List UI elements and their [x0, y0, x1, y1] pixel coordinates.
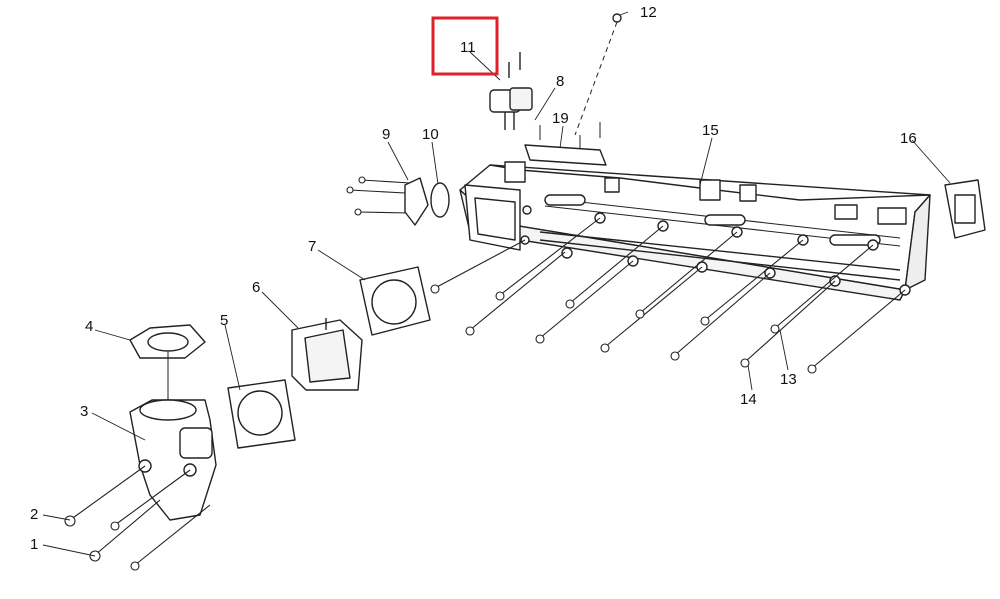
- nameplate: [524, 122, 607, 166]
- label-4: 4: [85, 318, 93, 335]
- end-gasket: [944, 179, 986, 239]
- lifting-eye: [574, 13, 622, 136]
- label-9: 9: [382, 126, 390, 143]
- label-3: 3: [80, 403, 88, 420]
- highlight-box: [431, 16, 499, 76]
- label-13: 13: [780, 371, 797, 388]
- label-19: 19: [552, 110, 569, 127]
- label-2: 2: [30, 506, 38, 523]
- label-6: 6: [252, 279, 260, 296]
- adapter-block: [291, 318, 363, 391]
- exhaust-manifold-body: [459, 161, 931, 301]
- flange-gasket-5: [227, 379, 296, 449]
- label-7: 7: [308, 238, 316, 255]
- label-1: 1: [30, 536, 38, 553]
- elbow-bolts: [64, 465, 211, 571]
- label-15: 15: [702, 122, 719, 139]
- flange-gasket-7: [359, 266, 431, 336]
- label-14: 14: [740, 391, 757, 408]
- label-8: 8: [556, 73, 564, 90]
- label-16: 16: [900, 130, 917, 147]
- cover-plate: [404, 177, 429, 226]
- label-12: 12: [640, 4, 657, 21]
- temperature-sensor: [489, 52, 533, 130]
- manifold-bolts: [430, 217, 906, 374]
- label-11: 11: [460, 39, 476, 56]
- small-gasket: [430, 182, 450, 218]
- plate-bolts: [346, 176, 411, 216]
- label-5: 5: [220, 312, 228, 329]
- label-10: 10: [422, 126, 439, 143]
- exhaust-elbow: [129, 399, 217, 521]
- outlet-gasket: [129, 324, 206, 359]
